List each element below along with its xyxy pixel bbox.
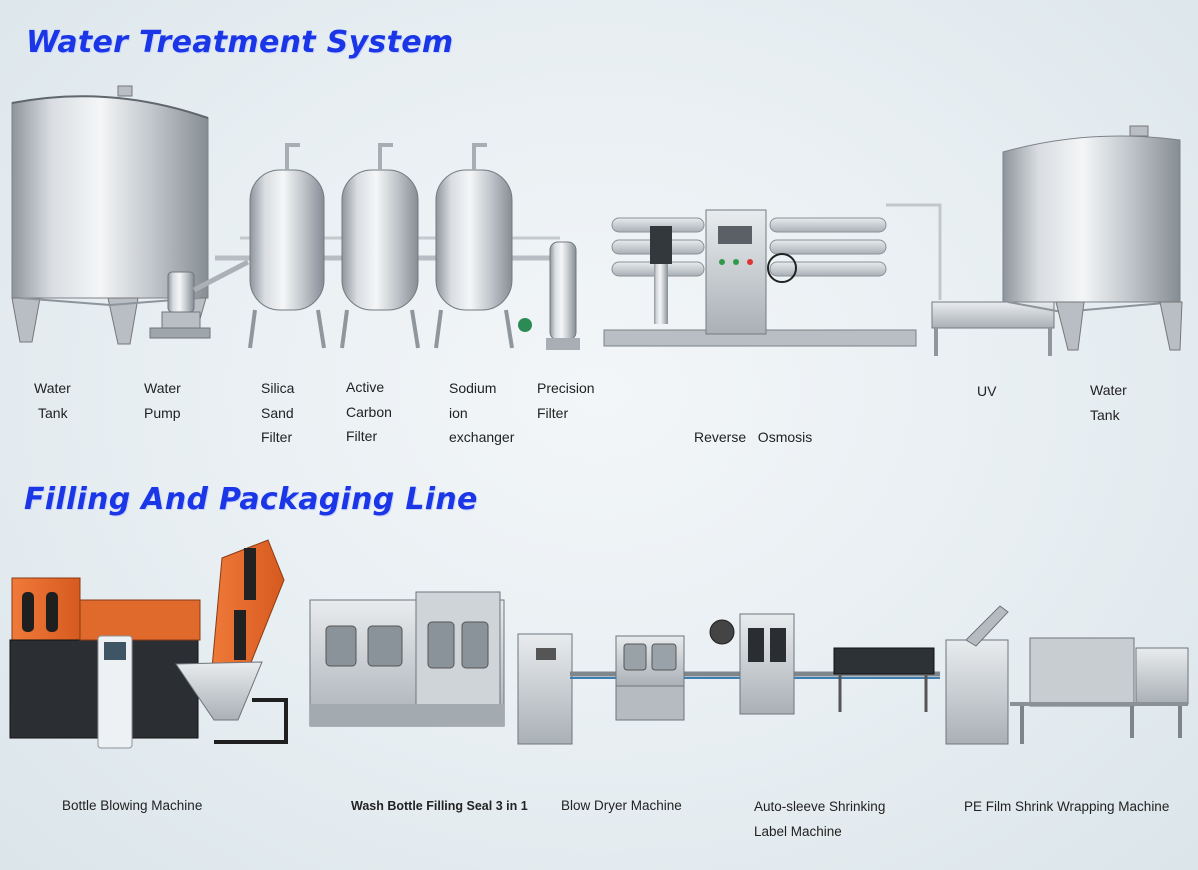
blow-dryer-machine (615, 635, 685, 721)
label-water-tank-2: Water Tank (1090, 382, 1127, 423)
filling-line-title: Filling And Packaging Line (24, 482, 478, 517)
label-sleeve-label-machine: Auto-sleeve Shrinking Label Machine (754, 799, 886, 839)
bottle-blowing-machine (9, 539, 288, 749)
label-sodium-ion-exchanger: Sodium ion exchanger (449, 380, 515, 445)
active-carbon-filter (340, 143, 420, 349)
label-water-tank-1: Water Tank (34, 380, 71, 421)
silica-sand-filter (248, 143, 326, 349)
water-treatment-title: Water Treatment System (26, 25, 454, 60)
water-pump (149, 259, 250, 339)
label-uv: UV (977, 383, 997, 399)
water-tank-left (11, 85, 209, 345)
label-silica-sand-filter: Silica Sand Filter (261, 380, 295, 445)
sleeve-label-machine (709, 613, 935, 715)
label-bottle-blowing-machine: Bottle Blowing Machine (62, 798, 203, 813)
label-reverse-osmosis: Reverse Osmosis (694, 429, 813, 445)
label-blow-dryer-machine: Blow Dryer Machine (561, 798, 682, 813)
sodium-ion-exchanger (434, 143, 532, 349)
label-precision-filter: Precision Filter (537, 380, 595, 421)
wash-filling-seal-machine (309, 591, 573, 745)
precision-filter (546, 241, 580, 350)
pe-film-shrink-wrapping-machine (945, 605, 1189, 745)
label-pe-film-shrink-wrapping: PE Film Shrink Wrapping Machine (964, 799, 1170, 814)
water-tank-right (1002, 125, 1183, 351)
reverse-osmosis-unit (603, 203, 942, 347)
label-water-pump: Water Pump (144, 380, 181, 421)
label-wash-filling-seal: Wash Bottle Filling Seal 3 in 1 (351, 799, 528, 813)
label-active-carbon-filter: Active Carbon Filter (346, 379, 392, 444)
uv-sterilizer (931, 301, 1055, 356)
